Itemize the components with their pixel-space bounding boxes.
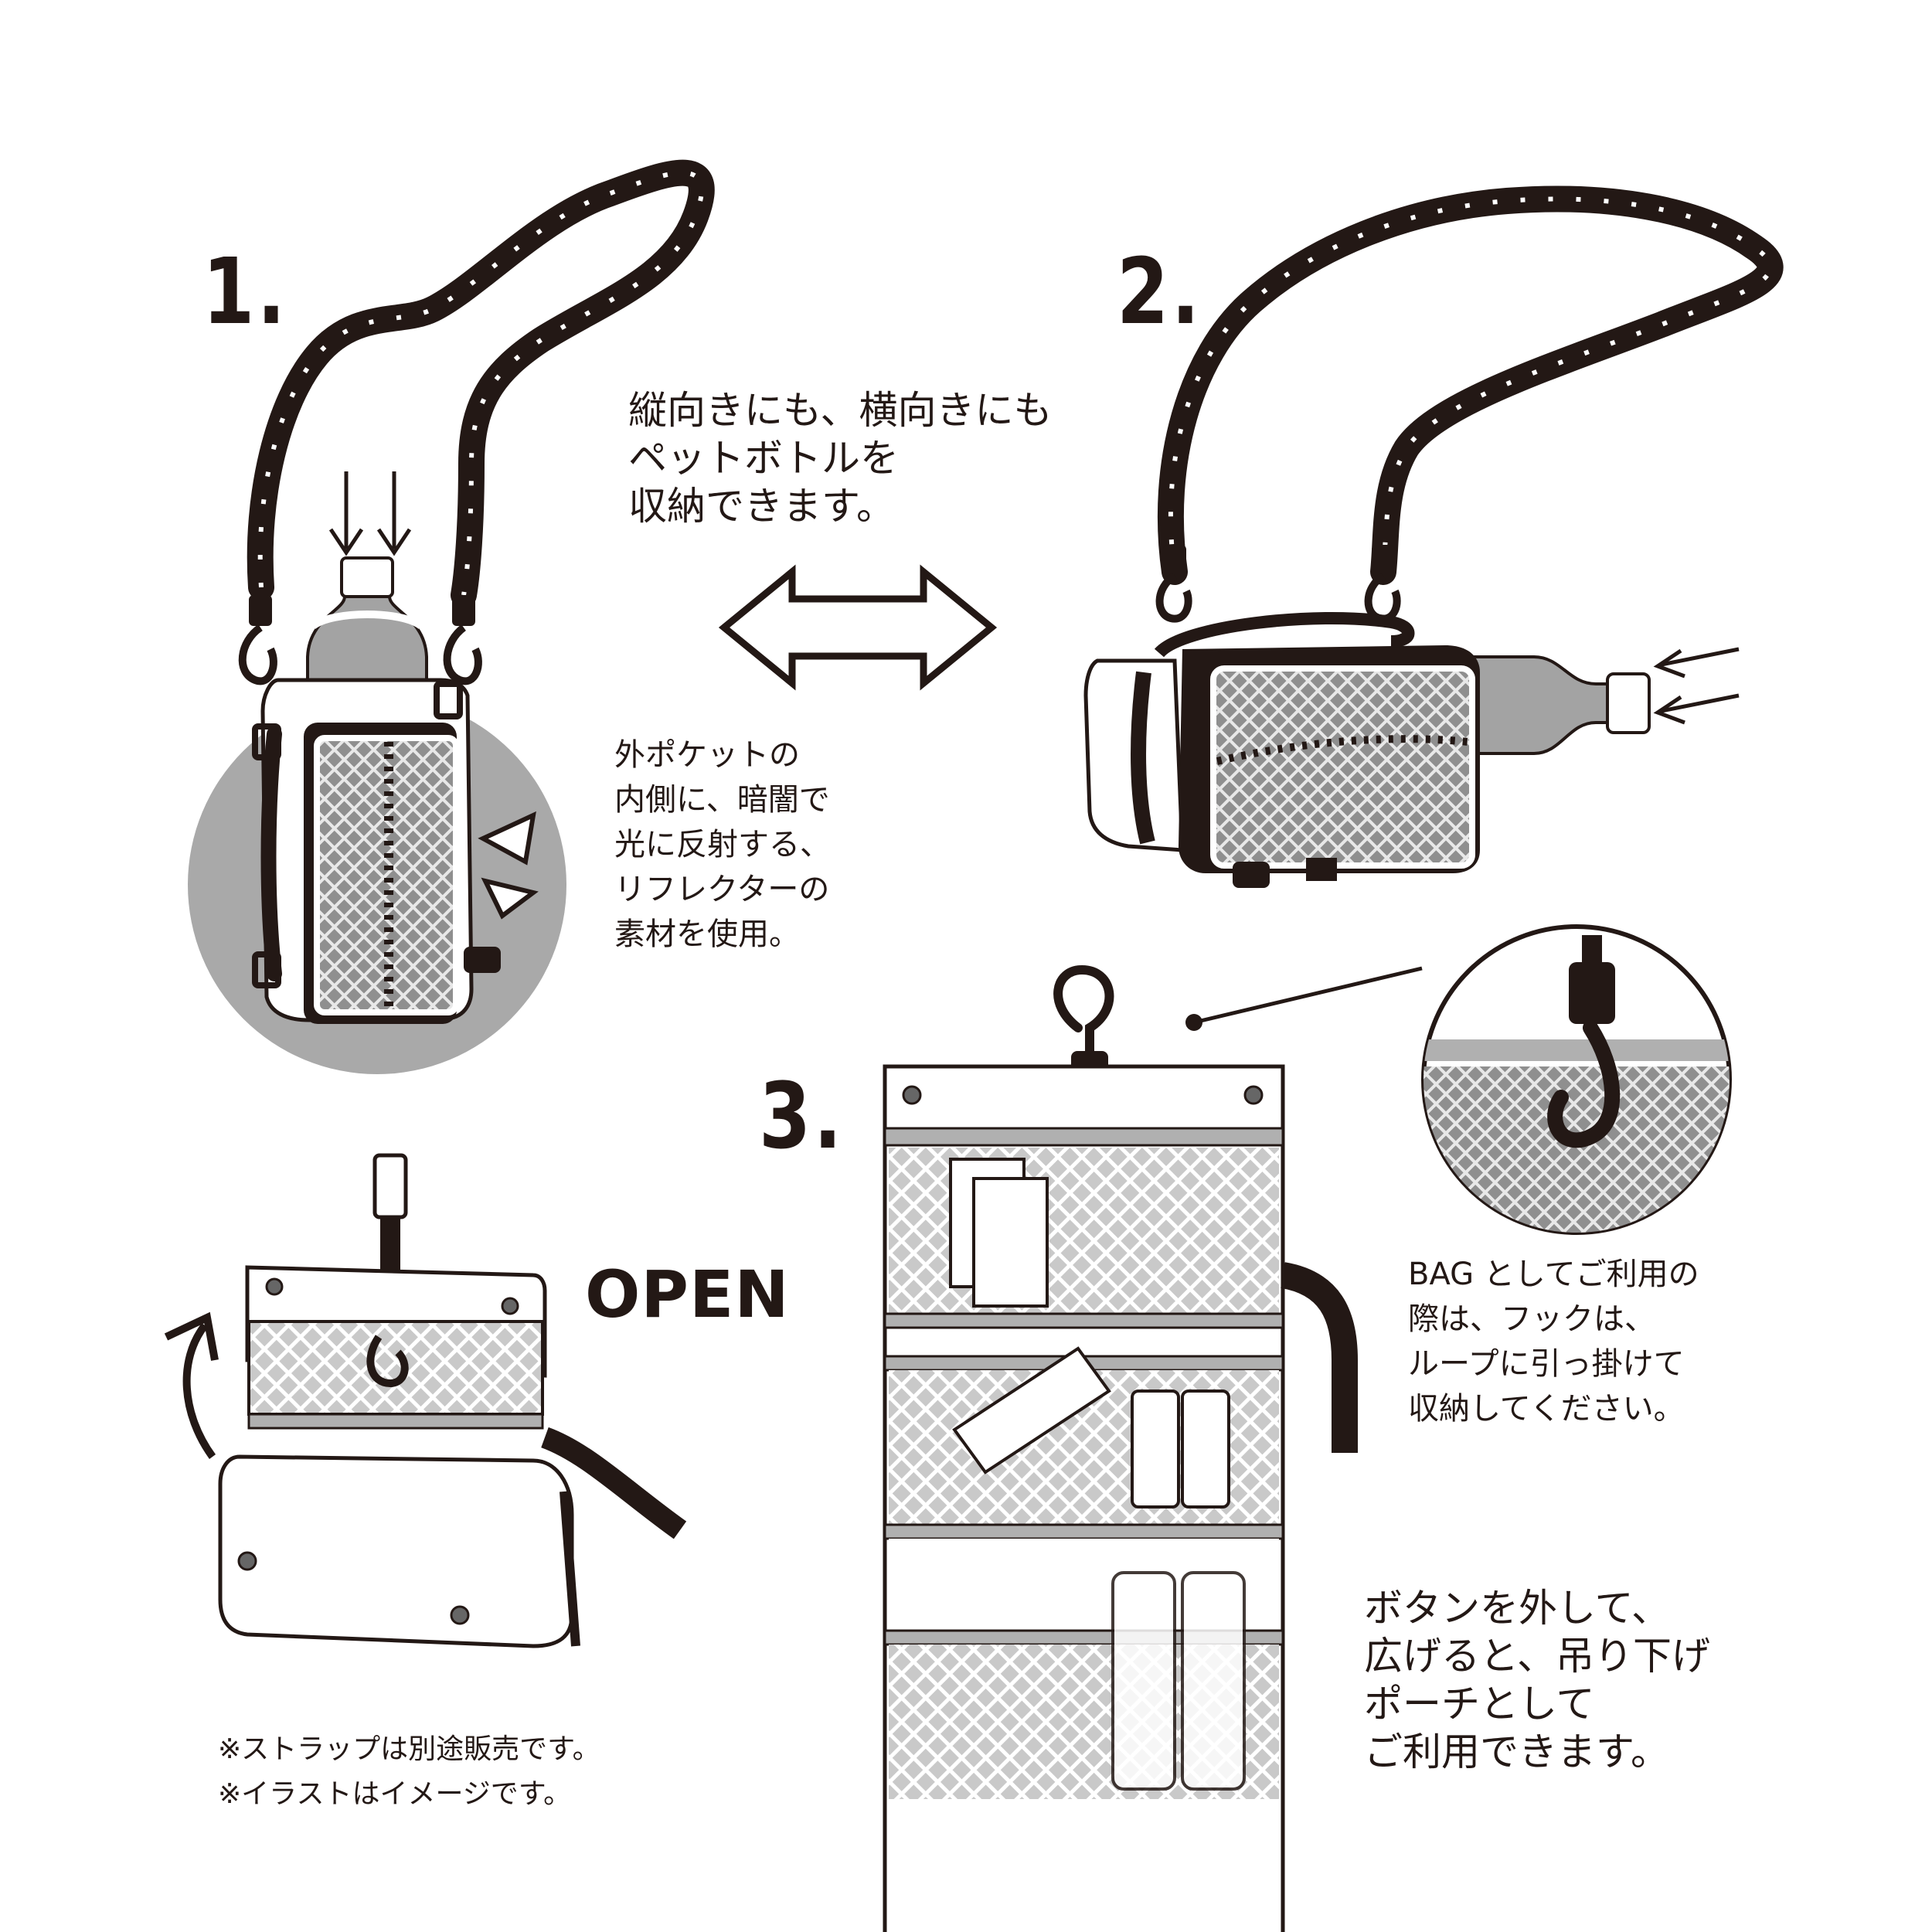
step1-snap-hook-right <box>443 595 482 685</box>
step1-snap-hook-left <box>238 595 277 685</box>
step1-insert-arrows <box>328 471 412 556</box>
text-line: 素材を使用。 <box>614 917 800 952</box>
step3-mesh-pocket-1 <box>889 1148 1279 1314</box>
step3-side-strap <box>1280 1262 1358 1453</box>
note-illustration-image: ※イラストはイメージです。 <box>218 1778 572 1810</box>
text-line: BAG としてご利用の <box>1408 1257 1699 1292</box>
text-line: ペットボトルを <box>628 436 899 481</box>
step-number-1: 1. <box>202 238 288 345</box>
text-line: 収納できます。 <box>628 484 895 529</box>
text-line: 収納してください。 <box>1408 1391 1685 1427</box>
step2-pet-bottle <box>1459 655 1651 755</box>
step2-illustration <box>1083 185 1784 888</box>
text-line: 光に反射する、 <box>614 827 831 862</box>
step2-snap-hook-left <box>1155 545 1192 623</box>
step2-bag <box>1083 611 1480 888</box>
step1-reflection-marks <box>478 811 539 920</box>
step-number-3: 3. <box>759 1063 845 1169</box>
open-curved-arrow <box>182 1322 216 1459</box>
text-line: 広げると、吊り下げ <box>1364 1634 1710 1679</box>
text-line: ループに引っ掛けて <box>1408 1346 1685 1382</box>
hanging-pouch-description: ボタンを外して、 広げると、吊り下げ ポーチとして ご利用できます。 <box>1364 1584 1710 1776</box>
step3-jar-items <box>1111 1571 1246 1791</box>
text-line: ポーチとして <box>1364 1682 1595 1726</box>
note-strap-sold-separately: ※ストラップは別途販売です。 <box>218 1733 600 1765</box>
step3-illustration <box>883 964 1423 1932</box>
step2-insert-arrows <box>1653 647 1740 725</box>
text-line: ご利用できます。 <box>1364 1730 1669 1774</box>
step1-illustration <box>188 159 715 1074</box>
open-label: OPEN <box>585 1257 790 1332</box>
step1-rope-strap <box>247 159 715 608</box>
text-line: 縦向きにも、横向きにも <box>628 388 1053 433</box>
text-line: リフレクターの <box>614 872 830 907</box>
step2-rope-strap <box>1157 185 1784 585</box>
bag-hook-description: BAG としてご利用の 際は、フックは、 ループに引っ掛けて 収納してください。 <box>1408 1252 1699 1431</box>
open-illustration <box>164 1153 687 1648</box>
text-line: ボタンを外して、 <box>1364 1586 1670 1631</box>
orientation-description: 縦向きにも、横向きにも ペットボトルを 収納できます。 <box>628 386 1053 530</box>
footnotes: ※ストラップは別途販売です。 ※イラストはイメージです。 <box>218 1727 600 1817</box>
orientation-double-arrow <box>718 564 998 691</box>
step1-bag <box>252 678 501 1024</box>
step3-tube-item <box>952 1346 1111 1475</box>
reflector-description: 外ポケットの 内側に、暗闇で 光に反射する、 リフレクターの 素材を使用。 <box>614 733 831 957</box>
step3-zoom-detail <box>1421 924 1732 1235</box>
text-line: 際は、フックは、 <box>1408 1301 1655 1337</box>
text-line: 外ポケットの <box>614 737 800 773</box>
step3-bottle-items <box>1131 1389 1230 1509</box>
text-line: 内側に、暗闇で <box>614 782 830 818</box>
step-number-2: 2. <box>1117 238 1202 345</box>
